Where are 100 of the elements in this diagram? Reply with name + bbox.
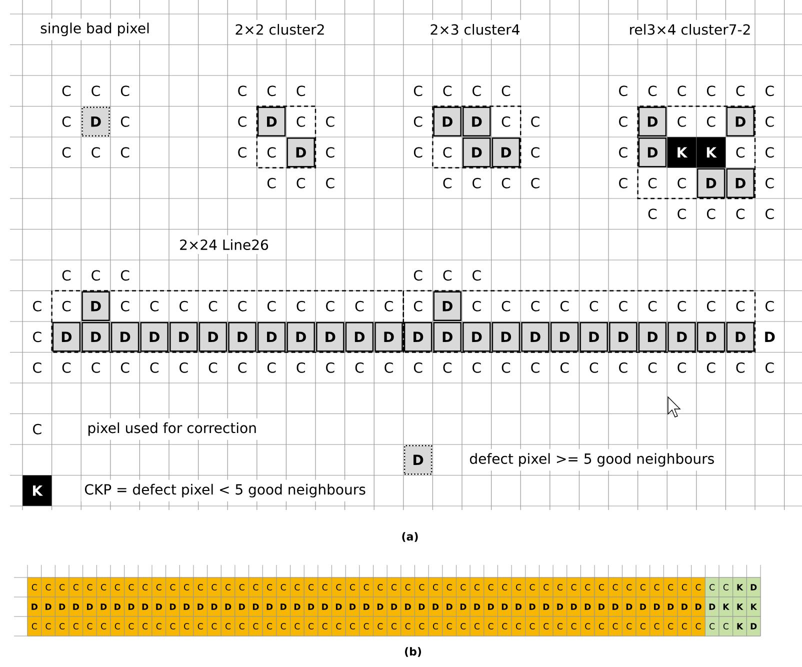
strip-cell: K <box>732 596 747 617</box>
defect-pixel-cell: D <box>404 322 432 352</box>
strip-cell: C <box>318 577 332 598</box>
strip-cell: C <box>552 577 568 598</box>
strip-cell: C <box>332 616 346 636</box>
strip-cell: D <box>207 596 222 617</box>
grid-letter: C <box>120 147 130 158</box>
grid-letter: C <box>414 270 422 281</box>
grid-letter: C <box>267 178 276 188</box>
strip-cell: K <box>718 596 734 617</box>
strip-cell: D <box>276 596 291 617</box>
defect-pixel-cell: D <box>726 106 754 136</box>
strip-cell: D <box>538 596 554 617</box>
strip-cell: D <box>525 596 540 617</box>
strip-cell: C <box>373 577 388 598</box>
grid-letter: C <box>678 178 686 188</box>
defect-pixel-cell: D <box>345 322 374 352</box>
strip-cell: C <box>608 616 622 636</box>
grid-letter: C <box>706 300 716 312</box>
defect-pixel-cell: D <box>696 168 726 198</box>
grid-letter: C <box>678 300 686 312</box>
grid-letter: C <box>706 86 716 96</box>
strip-cell: D <box>262 596 277 617</box>
strip-cell: C <box>704 616 720 636</box>
grid-letter: C <box>766 300 774 312</box>
strip-cell: D <box>428 596 443 617</box>
grid-letter: C <box>736 362 744 373</box>
grid-letter: C <box>33 332 42 342</box>
grid-letter: C <box>619 178 628 188</box>
strip-cell: C <box>41 577 56 598</box>
strip-cell: C <box>497 616 512 636</box>
grid-letter: C <box>296 86 305 96</box>
strip-cell: C <box>193 616 208 636</box>
strip-cell: C <box>276 616 291 636</box>
defect-pixel-cell: D <box>726 168 754 198</box>
strip-cell: C <box>304 577 318 598</box>
grid-letter: C <box>443 362 452 373</box>
strip-cell: C <box>456 616 470 636</box>
strip-cell: D <box>82 596 97 617</box>
strip-cell: C <box>138 577 152 598</box>
grid-letter: C <box>766 362 774 373</box>
strip-cell: C <box>179 616 194 636</box>
strip-cell: D <box>96 596 111 617</box>
grid-letter: C <box>238 147 246 158</box>
panel-label: (b) <box>404 647 422 657</box>
strip-cell: C <box>373 616 388 636</box>
strip-cell: C <box>677 616 692 636</box>
strip-cell: C <box>110 577 125 598</box>
grid-letter: C <box>62 362 71 373</box>
grid-letter: C <box>531 178 540 188</box>
defect-pixel-cell: D <box>286 322 315 352</box>
strip-cell: D <box>248 596 263 617</box>
grid-letter: C <box>150 362 158 373</box>
strip-cell: C <box>400 577 415 598</box>
defect-pixel-cell: D <box>198 322 228 352</box>
grid-letter: C <box>296 362 305 373</box>
grid-letter: C <box>443 147 452 158</box>
strip-cell: C <box>290 616 304 636</box>
strip-cell: C <box>96 577 111 598</box>
strip-cell: C <box>262 577 277 598</box>
strip-cell: D <box>332 596 346 617</box>
strip-cell: C <box>359 616 374 636</box>
grid-letter: C <box>208 300 218 312</box>
grid-letter: C <box>150 300 158 312</box>
grid-letter: C <box>326 300 334 312</box>
strip-cell: C <box>663 577 678 598</box>
strip-cell: C <box>220 616 236 636</box>
strip-cell: D <box>138 596 152 617</box>
grid-letter: C <box>443 270 452 281</box>
strip-cell: C <box>304 616 318 636</box>
grid-letter: C <box>560 362 569 373</box>
grid-letter: C <box>296 300 305 312</box>
grid-letter: C <box>267 362 276 373</box>
defect-pixel-cell: D <box>638 322 667 352</box>
strip-cell: C <box>594 616 609 636</box>
defect-pixel-cell: D <box>228 322 256 352</box>
strip-cell: C <box>414 577 429 598</box>
strip-cell: C <box>234 577 250 598</box>
strip-cell: C <box>166 577 180 598</box>
strip-cell: C <box>248 577 263 598</box>
grid-letter: C <box>62 147 71 158</box>
strip-cell: C <box>54 577 70 598</box>
defect-pixel-cell: D <box>521 322 550 352</box>
grid-letter: C <box>560 300 569 312</box>
strip-cell: D <box>456 596 470 617</box>
grid-letter: C <box>62 116 71 127</box>
defect-pixel-cell: D <box>550 322 579 352</box>
strip-cell: C <box>636 577 650 598</box>
strip-cell: D <box>414 596 429 617</box>
defect-pixel-cell: D <box>580 322 608 352</box>
defect-pixel-cell: D <box>170 322 198 352</box>
strip-cell: K <box>732 616 747 636</box>
defect-pixel-cell: D <box>462 106 491 136</box>
defect-pixel-cell: D <box>462 138 491 168</box>
strip-cell: C <box>386 577 402 598</box>
grid-letter: C <box>180 300 188 312</box>
defect-pixel-cell: D <box>609 322 638 352</box>
defect-pixel-cell: D <box>140 322 168 352</box>
grid-letter: C <box>706 208 716 220</box>
grid-letter: C <box>326 116 334 127</box>
